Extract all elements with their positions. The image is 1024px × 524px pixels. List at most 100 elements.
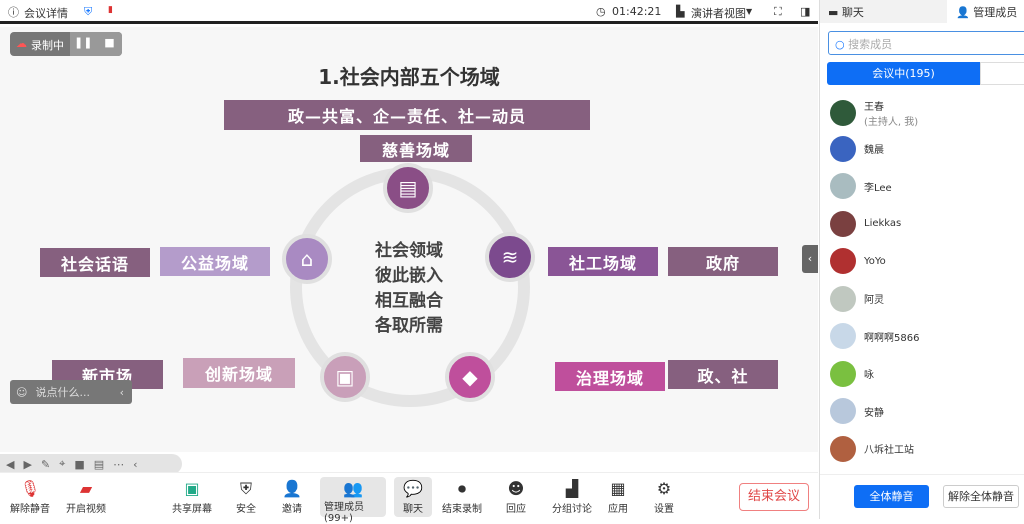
collapse-icon[interactable]: ‹ [119, 385, 124, 399]
member-item[interactable]: 魏晨 [830, 135, 884, 162]
label: 开启视频 [66, 504, 106, 515]
collapse-panel-button[interactable]: ‹ [802, 245, 818, 273]
chevron-down-icon[interactable]: ▼ [746, 7, 753, 16]
emoji-icon[interactable]: ☺ [16, 385, 28, 399]
box-social-discourse: 社会话语 [40, 248, 150, 277]
chat-input[interactable]: 说点什么... [35, 386, 90, 399]
chat-button[interactable]: 💬 聊天 [394, 477, 432, 517]
top-bar: ⓘ 会议详情 ⛨ ▮ ◷ 01:42:21 ▙ 演讲者视图 ▼ ⛶ ◨ [0, 0, 818, 24]
more-icon[interactable]: ⋯ [113, 457, 125, 471]
member-role: (主持人, 我) [864, 117, 919, 128]
label: 安全 [236, 504, 256, 515]
center-text: 社会领域 彼此嵌入 相互融合 各取所需 [349, 239, 469, 339]
chat-icon: 💬 [403, 479, 423, 498]
member-item[interactable]: 安静 [830, 398, 884, 424]
shield-icon: ⛨ [239, 479, 252, 498]
member-item[interactable]: 阿灵 [830, 285, 884, 312]
member-item[interactable]: 咏 [830, 360, 874, 387]
members-icon: 👥 [343, 479, 363, 498]
annotation-toolbar: ◀ ▶ ✎ ⌖ ■ ▤ ⋯ ‹ [0, 454, 182, 474]
stop-button[interactable]: ■ [96, 32, 122, 56]
label: 聊天 [403, 504, 423, 515]
member-name: 八坼社工站 [864, 445, 914, 456]
unmute-all-button[interactable]: 解除全体静音 [943, 485, 1019, 508]
stop-record-icon: ⏺ [457, 479, 466, 498]
avatar [830, 248, 856, 274]
center-line: 相互融合 [375, 291, 443, 311]
end-meeting-button[interactable]: 结束会议 [739, 483, 809, 511]
security-button[interactable]: ⛨ 安全 [232, 477, 260, 517]
info-icon[interactable]: ⓘ [8, 6, 19, 19]
home-icon: ⌂ [282, 234, 332, 284]
pen-icon[interactable]: ✎ [40, 457, 51, 471]
label: 解除静音 [10, 504, 50, 515]
members-sidebar: ▬ 聊天 👤 管理成员 ○ 搜索成员 会议中(195) 王春 (主持人, 我) 魏晨… [819, 0, 1024, 519]
shield-icon[interactable]: ⛨ [84, 5, 93, 18]
apps-icon: ▦ [610, 479, 626, 498]
avatar [830, 285, 856, 312]
view-dropdown[interactable]: 演讲者视图 [691, 7, 746, 20]
member-item[interactable]: Liekkas [830, 210, 901, 237]
end-recording-button[interactable]: ⏺结束录制 [438, 477, 486, 517]
label: 邀请 [282, 504, 302, 515]
manage-members-button[interactable]: 👥管理成员(99+) [320, 477, 386, 524]
bottom-toolbar: 🎙 解除静音 ▰开启视频 ▣共享屏幕 ⛨ 安全 👤邀请 👥管理成员(99+) 💬 聊天… [0, 472, 818, 524]
cloud-icon: ☁ [16, 37, 27, 50]
tab-chat[interactable]: ▬ 聊天 [820, 0, 947, 23]
collapse-icon[interactable]: ‹ [133, 457, 138, 471]
screenshot-icon[interactable]: ⌖ [59, 457, 66, 470]
box-innovation: 创新场域 [183, 358, 295, 388]
tab-manage-members[interactable]: 👤 管理成员 [956, 6, 1018, 19]
camera-icon[interactable]: ■ [74, 457, 85, 471]
layout-icon: ▙ [676, 5, 685, 18]
center-line: 彼此嵌入 [375, 266, 443, 286]
recording-indicator: ☁ 录制中 ❚❚ ■ [10, 32, 122, 56]
box-governance: 治理场域 [555, 362, 665, 391]
member-item[interactable]: 王春 (主持人, 我) [830, 98, 918, 128]
tab-in-meeting[interactable]: 会议中(195) [827, 62, 980, 85]
tab-other[interactable] [980, 62, 1024, 85]
avatar [830, 173, 856, 199]
start-video-button[interactable]: ▰开启视频 [62, 477, 110, 517]
prev-icon[interactable]: ◀ [6, 457, 15, 471]
gear-icon: ⚙ [656, 479, 672, 498]
unmute-button[interactable]: 🎙 解除静音 [6, 477, 54, 517]
mute-all-button[interactable]: 全体静音 [854, 485, 929, 508]
chat-input-bar[interactable]: ☺ 说点什么... ‹ [10, 380, 132, 404]
center-line: 社会领域 [375, 241, 443, 261]
avatar [830, 398, 856, 424]
apps-button[interactable]: ▦应用 [604, 477, 632, 517]
box-government: 政府 [668, 247, 778, 276]
shared-slide: 1.社会内部五个场域 政—共富、企—责任、社—动员 慈善场域 ▤ ⌂ ≋ ▣ ◆… [0, 27, 818, 452]
settings-button[interactable]: ⚙设置 [650, 477, 678, 517]
label: 共享屏幕 [172, 504, 212, 515]
member-item[interactable]: 李Lee [830, 173, 892, 199]
comment-icon[interactable]: ▤ [93, 457, 105, 471]
member-name: 王春 [864, 102, 884, 113]
search-icon: ○ [835, 38, 845, 51]
box-gov-society: 政、社 [668, 360, 778, 389]
meeting-info-button[interactable]: 会议详情 [24, 7, 68, 20]
member-item[interactable]: 八坼社工站 [830, 435, 914, 462]
layers-icon: ≋ [485, 232, 535, 282]
member-item[interactable]: 啊啊啊5866 [830, 323, 919, 349]
sidebar-toggle-icon[interactable]: ◨ [800, 5, 811, 18]
avatar [830, 360, 856, 387]
member-item[interactable]: YoYo [830, 248, 886, 274]
search-input[interactable]: ○ 搜索成员 [828, 31, 1024, 55]
briefcase-icon: ▣ [320, 352, 370, 402]
invite-button[interactable]: 👤邀请 [278, 477, 306, 517]
search-placeholder: 搜索成员 [848, 38, 893, 51]
share-screen-button[interactable]: ▣共享屏幕 [168, 477, 216, 517]
emoji-icon: ☻ [507, 479, 525, 498]
fullscreen-icon[interactable]: ⛶ [774, 5, 782, 18]
reaction-button[interactable]: ☻回应 [502, 477, 530, 517]
breakout-button[interactable]: ▟分组讨论 [548, 477, 596, 517]
mic-off-icon: 🎙 [19, 479, 41, 498]
member-name: 李Lee [864, 182, 892, 194]
member-name: 啊啊啊5866 [864, 332, 920, 344]
clock-icon: ◷ [596, 5, 606, 18]
avatar [830, 100, 856, 126]
next-icon[interactable]: ▶ [23, 457, 32, 471]
pause-button[interactable]: ❚❚ [69, 32, 97, 56]
